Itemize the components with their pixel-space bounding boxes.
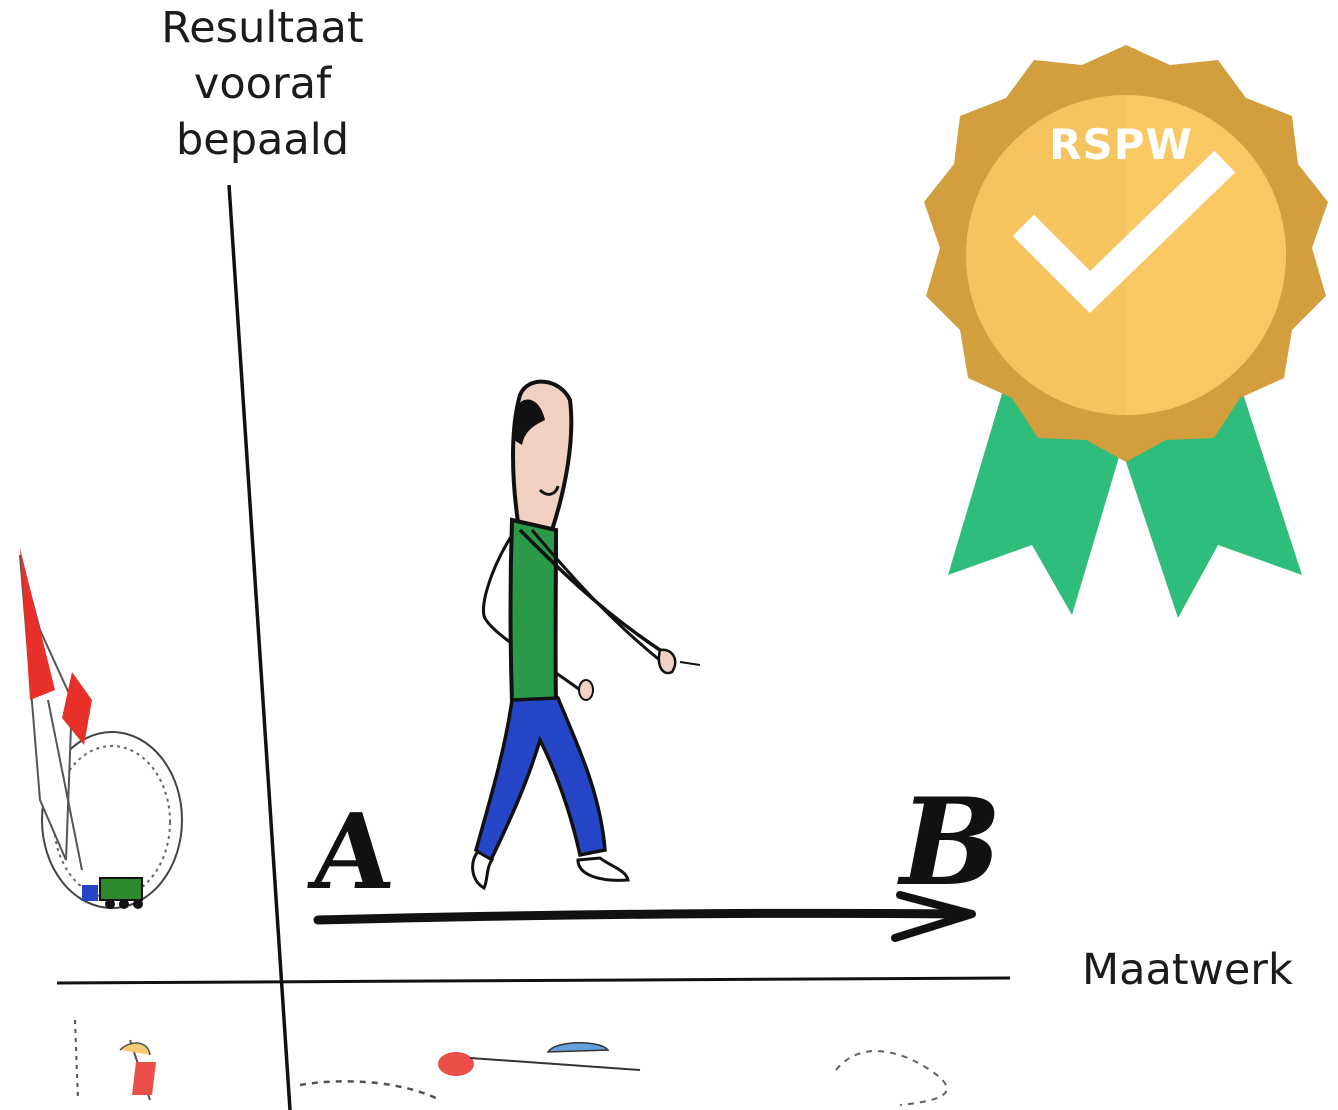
arrow-right-icon (313, 891, 976, 942)
y-axis-label: Resultaat vooraf bepaald (161, 3, 364, 165)
walking-man-illustration (471, 379, 701, 891)
bottom-sketches (74, 1019, 948, 1106)
end-point-label: B (900, 772, 1002, 913)
check-icon (1012, 150, 1236, 314)
rocket-illustration (19, 548, 183, 909)
x-axis-label: Maatwerk (1082, 945, 1293, 995)
start-point-label: A (305, 790, 400, 913)
vertical-axis (227, 184, 292, 1110)
badge-label: RSPW (1049, 120, 1193, 169)
award-badge-icon (924, 45, 1328, 618)
horizontal-axis (56, 976, 1011, 985)
